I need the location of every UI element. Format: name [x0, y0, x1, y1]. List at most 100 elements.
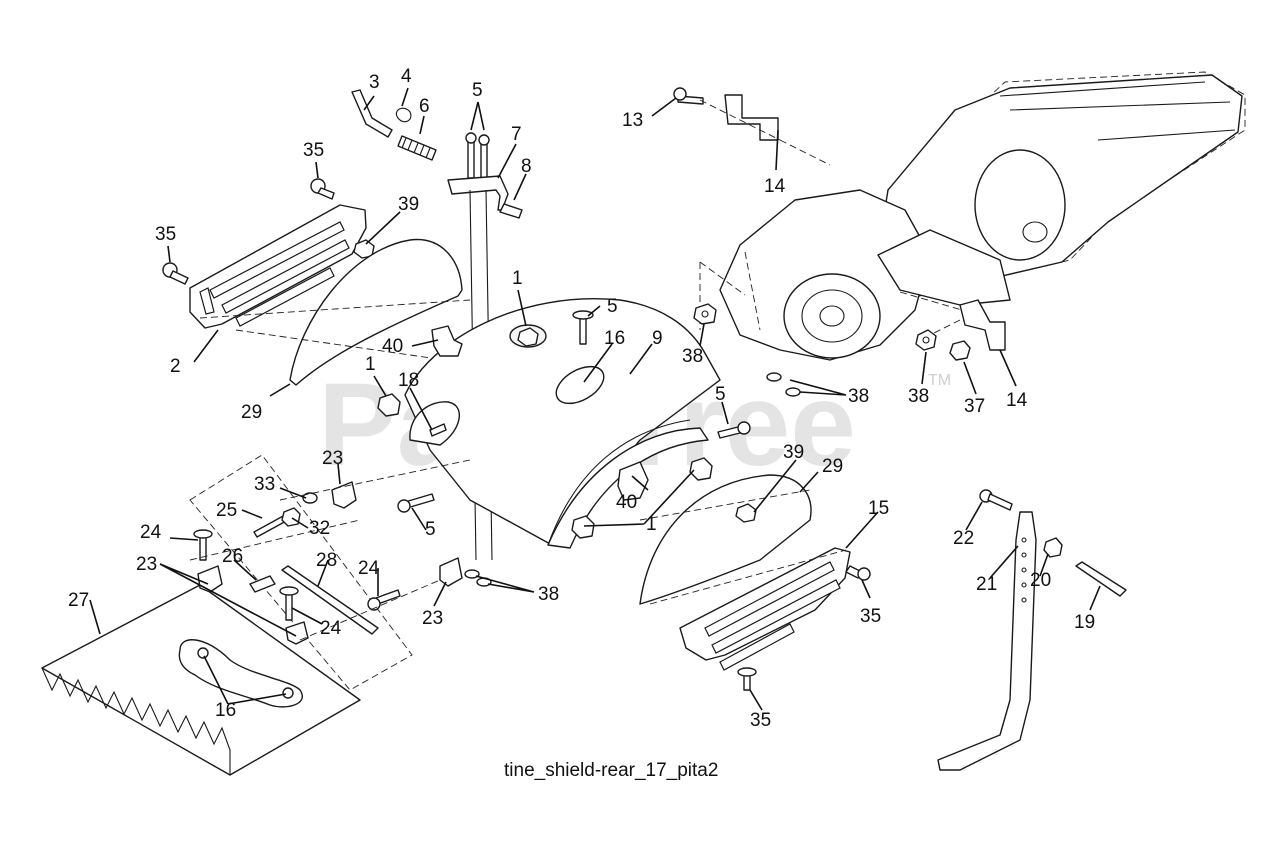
side-plate-2 — [189, 204, 367, 329]
tiller-frame-assembly — [699, 71, 1246, 361]
callout-39: 39 — [398, 194, 419, 215]
callout-25: 25 — [216, 500, 237, 521]
callout-32: 32 — [309, 518, 330, 539]
nut-39-right — [735, 503, 757, 523]
callout-35: 35 — [860, 606, 881, 627]
callout-24: 24 — [358, 558, 380, 579]
callout-23: 23 — [422, 608, 443, 629]
bolt-5-mid — [572, 310, 594, 345]
leader-lines — [89, 87, 1101, 711]
callout-26: 26 — [222, 546, 243, 567]
callout-22: 22 — [953, 528, 974, 549]
nut-20 — [1043, 537, 1063, 558]
nut-1-left — [377, 393, 401, 417]
bracket-14-upper — [724, 94, 779, 141]
shield-extension-29-left — [289, 238, 463, 386]
callout-18: 18 — [398, 370, 419, 391]
callout-38: 38 — [848, 386, 869, 407]
flap-teeth — [41, 667, 231, 775]
nut-38-top — [693, 303, 717, 325]
callout-23: 23 — [322, 448, 343, 469]
callout-1: 1 — [646, 514, 657, 535]
callout-29: 29 — [822, 456, 843, 477]
callout-16: 16 — [604, 328, 625, 349]
bolt-5-right — [717, 421, 751, 439]
shield-arc-right — [547, 427, 709, 549]
callout-40: 40 — [382, 336, 403, 357]
callout-3: 3 — [369, 72, 380, 93]
shield-extension-29-right — [639, 474, 812, 605]
bolt-13 — [673, 87, 704, 105]
callout-27: 27 — [68, 590, 89, 611]
bolt-35-upper-left — [310, 178, 335, 200]
callout-16: 16 — [215, 700, 236, 721]
bolt-35-left — [162, 262, 189, 285]
strip-16-bottom — [178, 639, 303, 708]
bracket-23-upper — [331, 481, 357, 509]
diagram-caption: tine_shield-rear_17_pita2 — [504, 760, 718, 781]
callout-37: 37 — [964, 396, 985, 417]
callout-29: 29 — [241, 402, 262, 423]
callout-4: 4 — [401, 66, 412, 87]
callout-35: 35 — [303, 140, 324, 161]
hitch-bracket-7 — [447, 175, 509, 211]
callout-20: 20 — [1030, 570, 1051, 591]
callout-38: 38 — [682, 346, 703, 367]
callout-5: 5 — [472, 80, 483, 101]
nut-1-right — [689, 457, 713, 481]
locknut-37 — [949, 340, 971, 361]
callout-2: 2 — [170, 356, 181, 377]
callout-9: 9 — [652, 328, 663, 349]
washer-38-b — [785, 387, 801, 397]
bracket-23-mid — [439, 557, 463, 587]
clip-4 — [395, 107, 412, 123]
bracket-40-left — [431, 325, 463, 357]
callout-labels: 3 4 5 6 7 8 35 39 35 2 1 40 29 1 18 5 16… — [68, 66, 1095, 731]
depth-bar-21 — [937, 511, 1037, 771]
callout-5: 5 — [607, 296, 618, 317]
callout-14: 14 — [764, 176, 786, 197]
bolt-35-bottom — [737, 667, 757, 691]
callout-33: 33 — [254, 474, 275, 495]
plate-16-top — [555, 365, 605, 405]
side-plate-15 — [679, 547, 851, 671]
nut-32 — [281, 507, 301, 527]
callout-6: 6 — [419, 96, 430, 117]
callout-35: 35 — [155, 224, 176, 245]
bolt-24-c — [367, 589, 401, 611]
callout-28: 28 — [316, 550, 337, 571]
washer-38-a — [766, 372, 782, 382]
watermark-trademark: TM — [928, 372, 951, 389]
bolt-24-a — [193, 529, 213, 561]
nut-1-bottom — [571, 515, 595, 539]
callout-21: 21 — [976, 574, 997, 595]
bracket-23-left — [197, 565, 223, 593]
bolt-35-right — [845, 565, 871, 581]
spring-6 — [397, 135, 437, 161]
bracket-40-right — [617, 461, 649, 501]
callout-8: 8 — [521, 156, 532, 177]
callout-14: 14 — [1006, 390, 1028, 411]
callout-7: 7 — [511, 124, 522, 145]
bolt-24-b — [279, 586, 299, 621]
bracket-14-lower — [959, 299, 1006, 351]
pin-26 — [249, 575, 276, 593]
callout-5: 5 — [715, 384, 726, 405]
callout-35: 35 — [750, 710, 771, 731]
callout-23: 23 — [136, 554, 157, 575]
nut-38-right — [915, 329, 937, 351]
pin-8 — [499, 203, 523, 219]
washer-33 — [302, 492, 318, 504]
callout-39: 39 — [783, 442, 804, 463]
callout-1: 1 — [512, 268, 523, 289]
callout-13: 13 — [622, 110, 643, 131]
callout-1: 1 — [365, 354, 376, 375]
tine-flap-27 — [41, 584, 361, 776]
callout-24: 24 — [320, 618, 342, 639]
callout-5: 5 — [425, 519, 436, 540]
bolts-5-top — [465, 132, 490, 181]
pin-3 — [351, 89, 393, 138]
callout-38: 38 — [908, 386, 929, 407]
